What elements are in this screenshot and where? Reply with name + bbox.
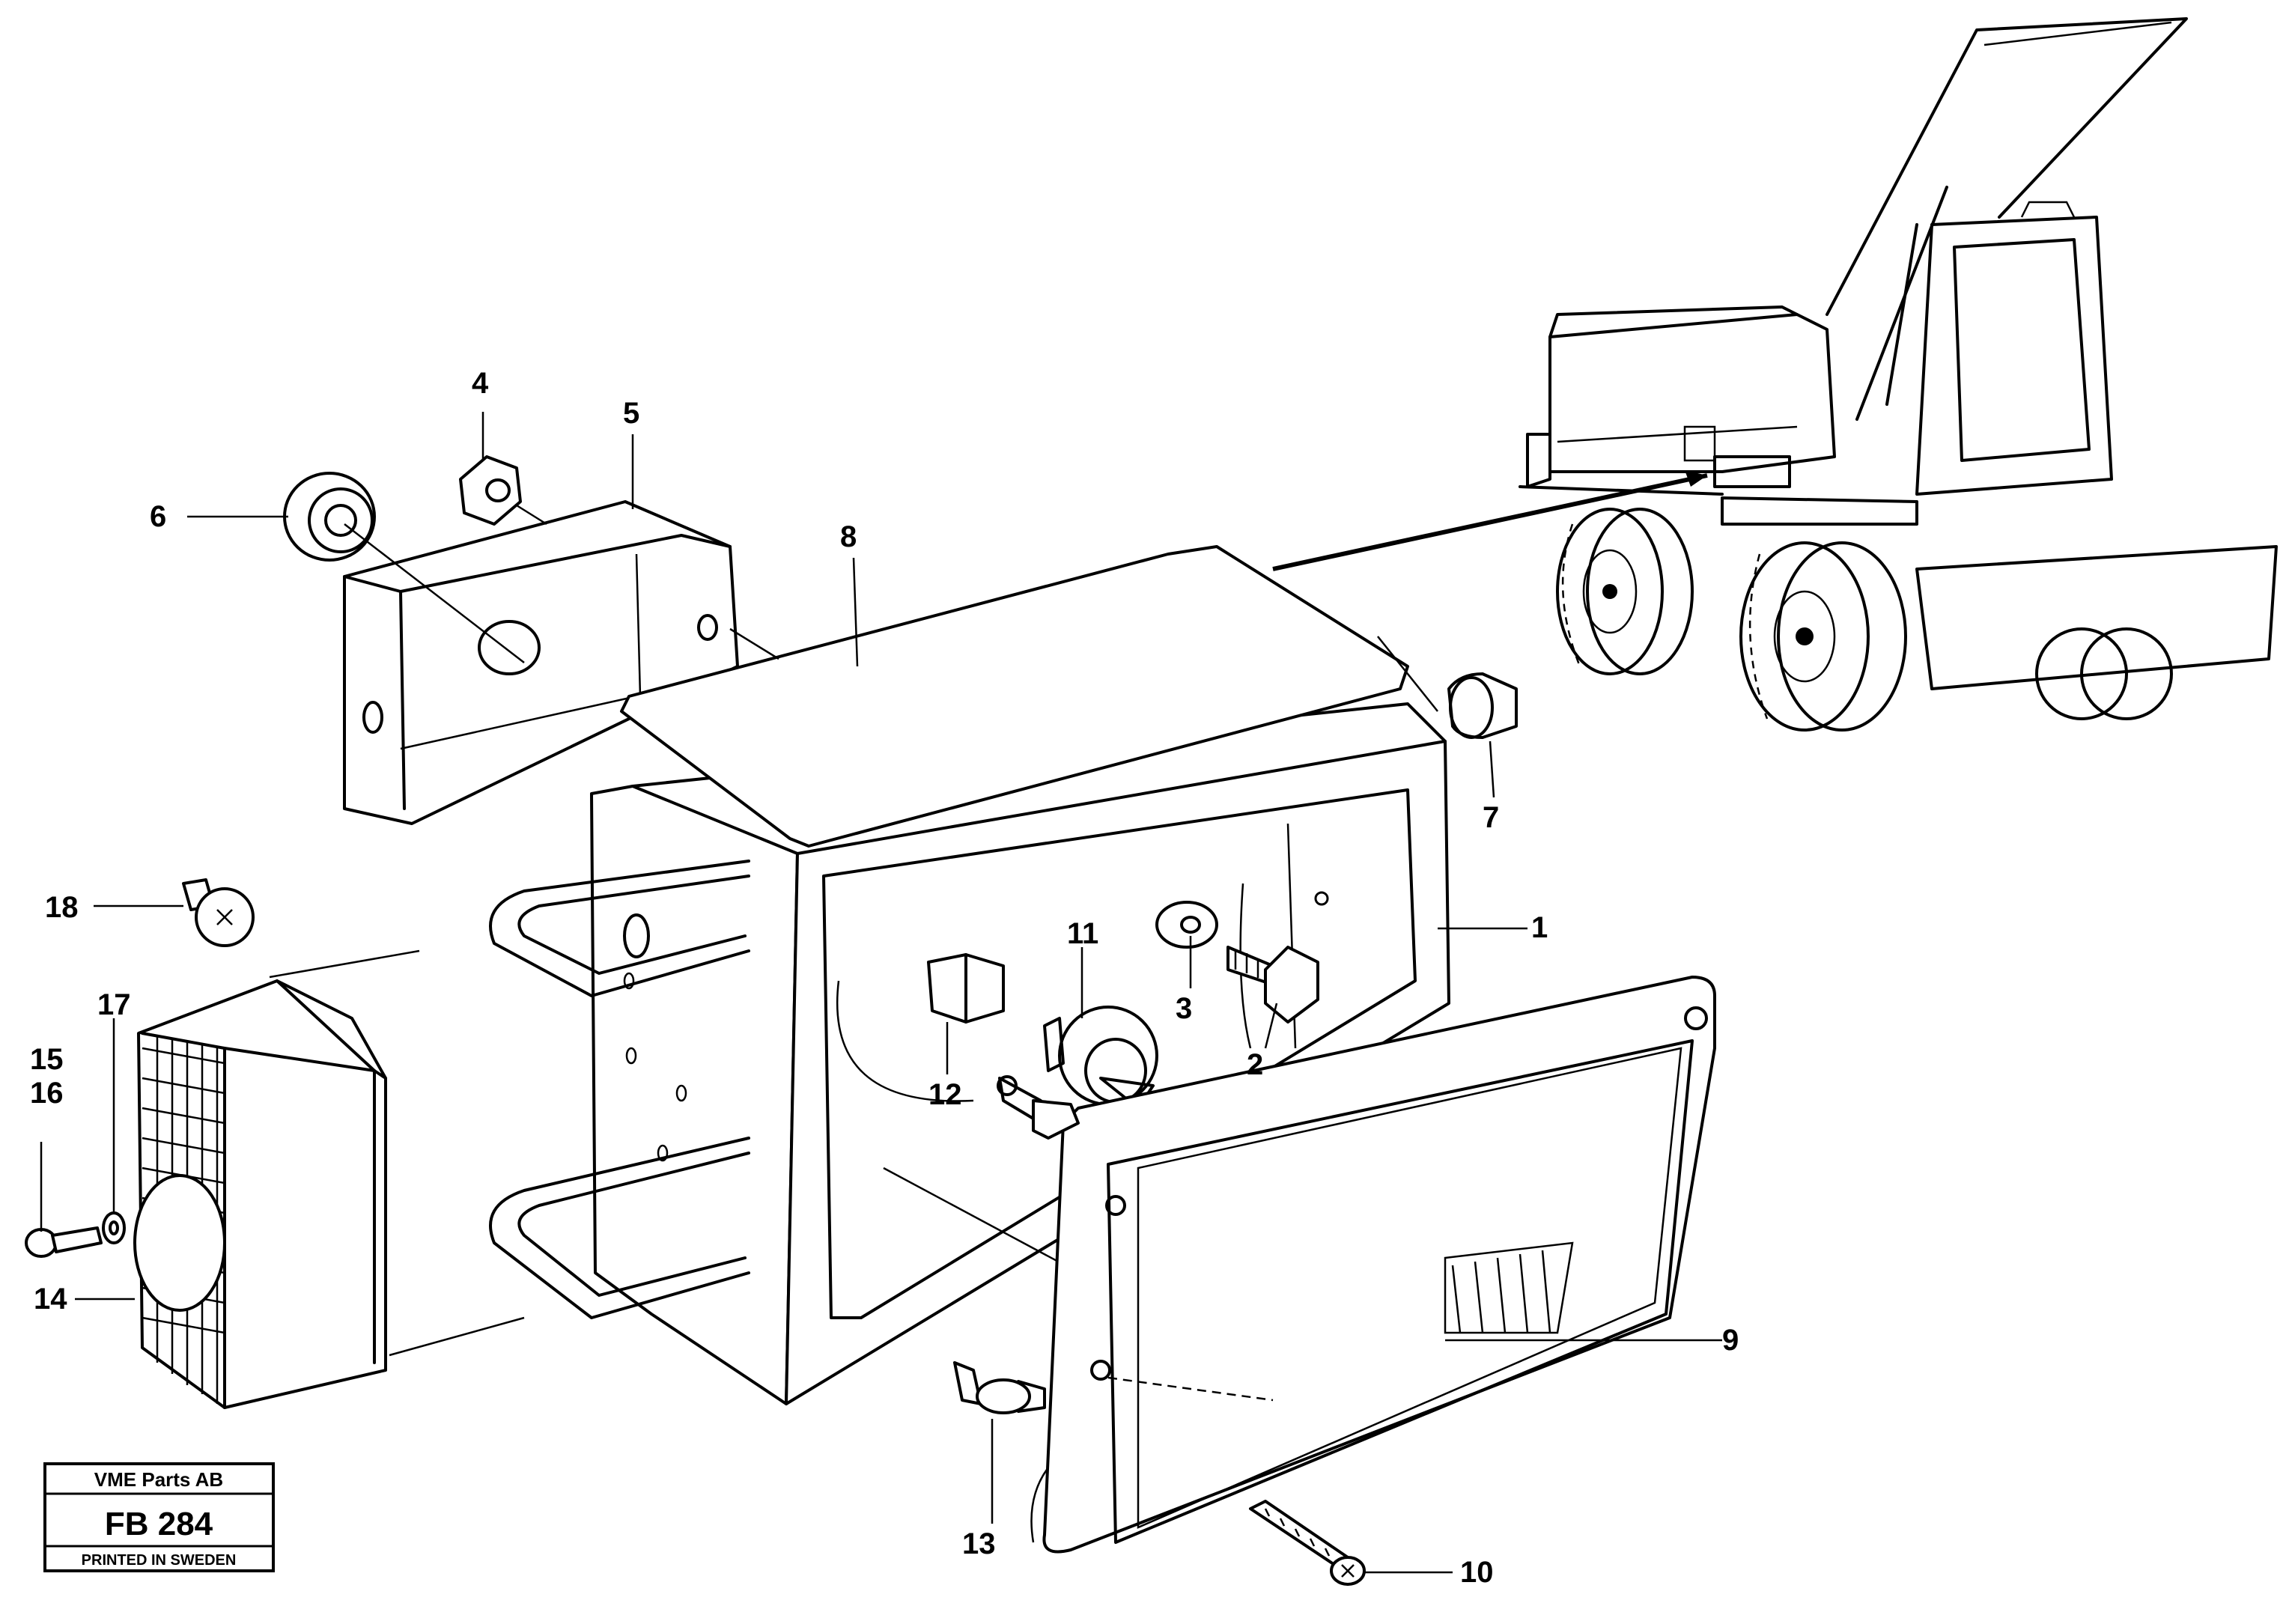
callout-13: 13 bbox=[962, 1527, 996, 1560]
title-block: VME Parts AB FB 284 PRINTED IN SWEDEN bbox=[43, 1462, 275, 1572]
lamp-housing-part-1 bbox=[489, 702, 1450, 1405]
callout-11: 11 bbox=[1067, 917, 1098, 950]
callout-17: 17 bbox=[97, 988, 131, 1021]
callout-9: 9 bbox=[1722, 1324, 1739, 1357]
callout-8: 8 bbox=[840, 520, 857, 553]
grommet-part-6 bbox=[283, 472, 525, 663]
callout-12: 12 bbox=[928, 1078, 962, 1111]
callout-14: 14 bbox=[34, 1283, 67, 1316]
callout-16: 16 bbox=[30, 1077, 64, 1110]
callout-18: 18 bbox=[45, 891, 79, 924]
bracket-part-5 bbox=[343, 500, 739, 825]
leader-lines bbox=[40, 412, 1722, 1574]
title-block-code: FB 284 bbox=[105, 1506, 213, 1542]
callout-6: 6 bbox=[150, 500, 166, 533]
lens-frame-part-9 bbox=[1030, 976, 1716, 1554]
excavator-illustration bbox=[1272, 17, 2278, 732]
callout-7: 7 bbox=[1483, 801, 1499, 834]
callout-1: 1 bbox=[1531, 911, 1548, 944]
socket-part-13 bbox=[953, 1361, 1046, 1414]
work-lamp-part-14 bbox=[133, 949, 525, 1409]
callout-4: 4 bbox=[472, 367, 489, 400]
nut-part-4 bbox=[459, 455, 547, 526]
bulb-part-18 bbox=[182, 878, 255, 947]
callout-2: 2 bbox=[1247, 1048, 1263, 1081]
callout-3: 3 bbox=[1176, 992, 1192, 1025]
plug-part-7 bbox=[1447, 672, 1518, 739]
callout-labels: 1 2 3 4 5 6 7 8 9 10 11 12 13 14 15 16 1… bbox=[30, 367, 1739, 1589]
callout-5: 5 bbox=[623, 397, 639, 430]
gasket-part-8 bbox=[620, 545, 1438, 848]
title-block-company: VME Parts AB bbox=[94, 1468, 223, 1491]
screw-part-10 bbox=[1249, 1500, 1366, 1586]
callout-15: 15 bbox=[30, 1043, 64, 1076]
bulb-holder-part-13 bbox=[997, 1075, 1080, 1140]
title-block-printed: PRINTED IN SWEDEN bbox=[82, 1552, 237, 1569]
callout-10: 10 bbox=[1460, 1556, 1494, 1589]
